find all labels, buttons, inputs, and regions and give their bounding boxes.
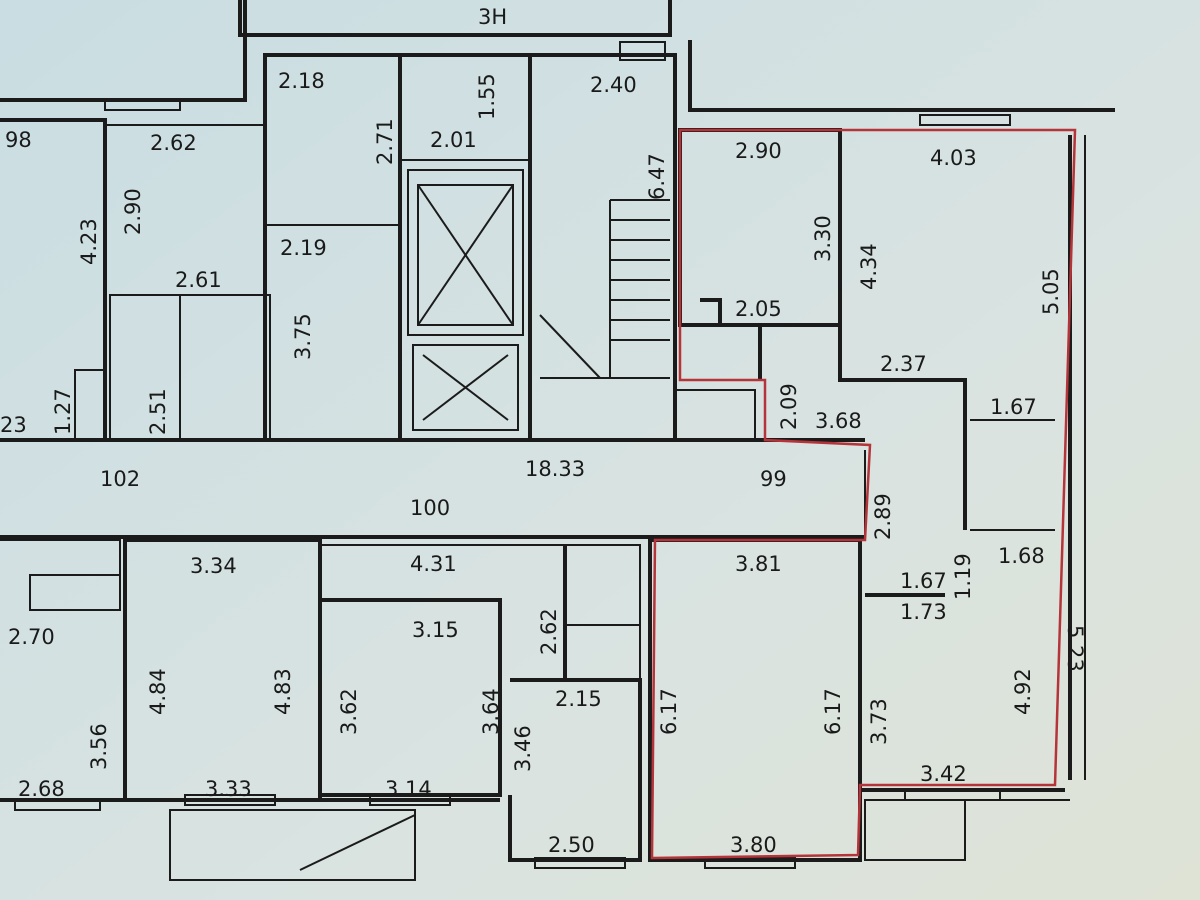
- label: 4.84: [146, 668, 170, 715]
- label: 2.62: [150, 131, 197, 155]
- label: 3.80: [730, 833, 777, 857]
- label: 2.89: [871, 493, 895, 540]
- label: 1.67: [900, 569, 947, 593]
- label: 2.37: [880, 352, 927, 376]
- apartment-outline: [650, 128, 1077, 860]
- label: 2.70: [8, 625, 55, 649]
- label: 5.05: [1039, 268, 1063, 315]
- label: 3.33: [205, 777, 252, 801]
- label: 1.73: [900, 600, 947, 624]
- label: 2.71: [373, 118, 397, 165]
- label: 6.17: [821, 688, 845, 735]
- label: 5.23: [1063, 625, 1087, 672]
- label: 2.15: [555, 687, 602, 711]
- label: 2.19: [280, 236, 327, 260]
- label: 6.17: [657, 688, 681, 735]
- label: 2.40: [590, 73, 637, 97]
- label: 1.67: [990, 395, 1037, 419]
- label: 2.62: [537, 608, 561, 655]
- label: 2.61: [175, 268, 222, 292]
- label: 3.15: [412, 618, 459, 642]
- label: 2.90: [735, 139, 782, 163]
- label: 3.75: [291, 313, 315, 360]
- label: 2.51: [146, 388, 170, 435]
- label: 2.50: [548, 833, 595, 857]
- label: 2.90: [121, 188, 145, 235]
- label: 1.19: [951, 553, 975, 600]
- label: 3.62: [337, 688, 361, 735]
- label: 3.56: [87, 723, 111, 770]
- label: 3.68: [815, 409, 862, 433]
- label: 4.83: [271, 668, 295, 715]
- label-stair-code: 3Н: [478, 5, 507, 29]
- windows: [14, 41, 1011, 869]
- dimension-labels: 3Н 98 2.62 2.18 2.71 2.01 1.55 2.40 6.47…: [0, 5, 1087, 857]
- label: 1.27: [51, 388, 75, 435]
- label: 1.55: [475, 73, 499, 120]
- label: 2.01: [430, 128, 477, 152]
- label: 3.14: [385, 777, 432, 801]
- label: 3.46: [511, 725, 535, 772]
- label: 6.47: [645, 153, 669, 200]
- label: 100: [410, 496, 450, 520]
- label: 98: [5, 128, 32, 152]
- label: 3.30: [811, 215, 835, 262]
- label: 1.68: [998, 544, 1045, 568]
- label: 4.23: [77, 218, 101, 265]
- label: 3.81: [735, 552, 782, 576]
- label: 18.33: [525, 457, 585, 481]
- label: 2.68: [18, 777, 65, 801]
- label: 4.31: [410, 552, 457, 576]
- label: 4.92: [1011, 668, 1035, 715]
- label: 4.03: [930, 146, 977, 170]
- label: 2.18: [278, 69, 325, 93]
- label: 3.64: [479, 688, 503, 735]
- label: 3.34: [190, 554, 237, 578]
- label: 99: [760, 467, 787, 491]
- label: 3.42: [920, 762, 967, 786]
- label: 4.34: [857, 243, 881, 290]
- label: 3.73: [867, 698, 891, 745]
- label: 2.05: [735, 297, 782, 321]
- label: 2.09: [777, 383, 801, 430]
- label: 23: [0, 413, 27, 437]
- label: 102: [100, 467, 140, 491]
